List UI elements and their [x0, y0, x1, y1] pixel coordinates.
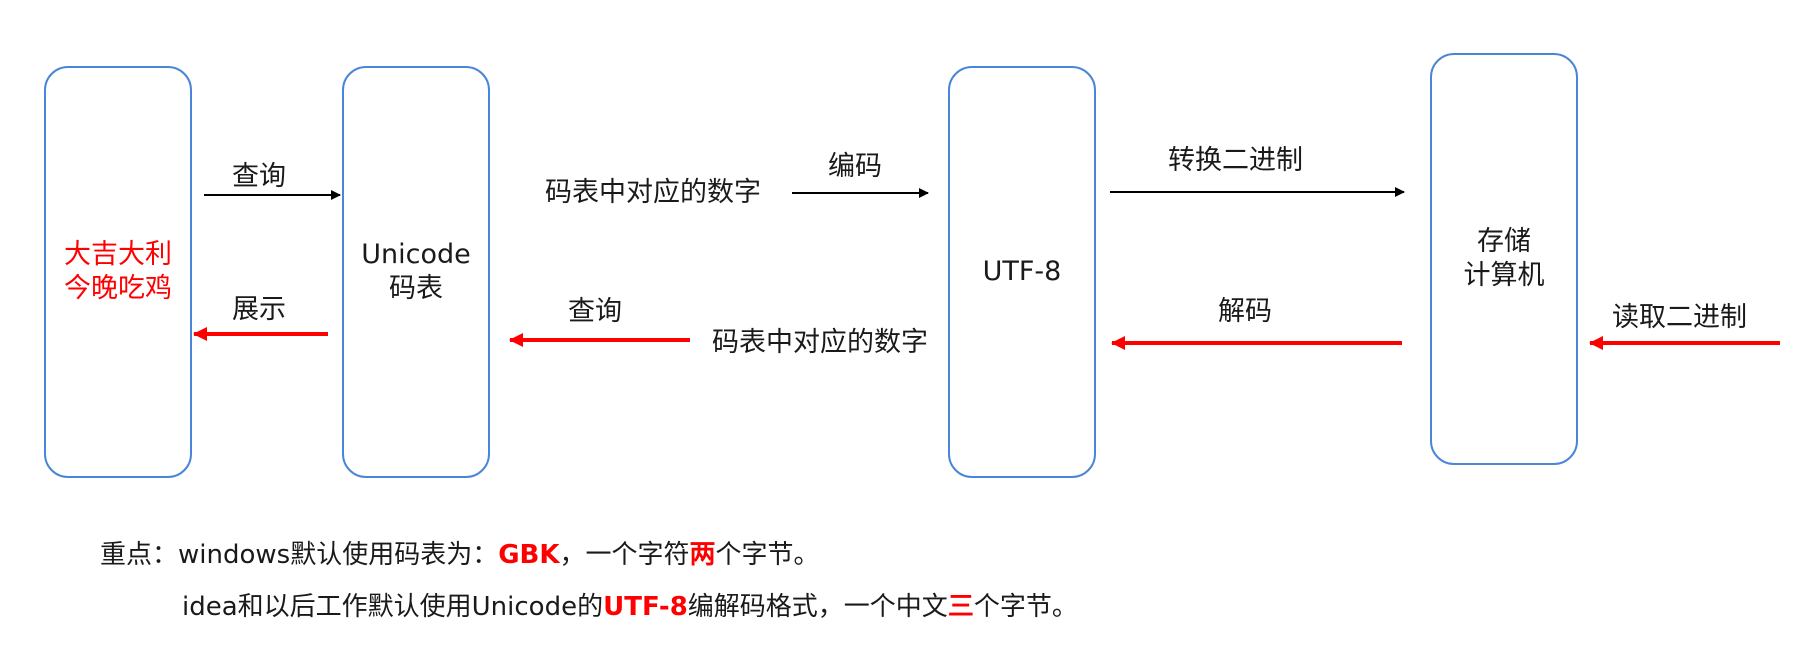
unicode-label: Unicode [361, 239, 471, 270]
show-label: 展示 [232, 294, 286, 325]
to-binary-label: 转换二进制 [1168, 145, 1303, 176]
encode-label: 编码 [828, 151, 882, 182]
unicode-table-box: Unicode 码表 [342, 66, 490, 478]
decode-label: 解码 [1218, 296, 1272, 327]
code-number-label-top: 码表中对应的数字 [545, 177, 761, 208]
note-1-mid: ，一个字符 [559, 540, 690, 570]
note-1-prefix: 重点：windows默认使用码表为： [100, 540, 499, 570]
note-2-prefix: idea和以后工作默认使用Unicode的 [182, 592, 604, 622]
query-label-top: 查询 [232, 161, 286, 192]
source-text-line-2: 今晚吃鸡 [64, 273, 172, 304]
note-2-mid: 编解码格式，一个中文 [687, 592, 948, 622]
computer-label: 计算机 [1463, 260, 1545, 291]
computer-storage-box: 存储 计算机 [1430, 53, 1578, 465]
code-number-label-bottom: 码表中对应的数字 [712, 327, 928, 358]
note-line-2: idea和以后工作默认使用Unicode的UTF-8编解码格式，一个中文三个字节… [182, 590, 1078, 624]
note-2-suffix: 个字节。 [973, 592, 1078, 622]
source-text-box: 大吉大利 今晚吃鸡 [44, 66, 192, 478]
read-binary-label: 读取二进制 [1612, 302, 1747, 333]
note-line-1: 重点：windows默认使用码表为：GBK，一个字符两个字节。 [100, 538, 820, 572]
utf8-highlight: UTF-8 [603, 592, 688, 622]
query-label-bottom: 查询 [568, 296, 622, 327]
gbk-highlight: GBK [498, 540, 560, 570]
utf8-label: UTF-8 [982, 256, 1062, 287]
storage-label: 存储 [1477, 226, 1531, 257]
utf8-box: UTF-8 [948, 66, 1096, 478]
three-highlight: 三 [947, 592, 974, 622]
code-table-label: 码表 [389, 273, 443, 304]
source-text-line-1: 大吉大利 [64, 239, 172, 270]
two-highlight: 两 [689, 540, 716, 570]
note-1-suffix: 个字节。 [715, 540, 820, 570]
